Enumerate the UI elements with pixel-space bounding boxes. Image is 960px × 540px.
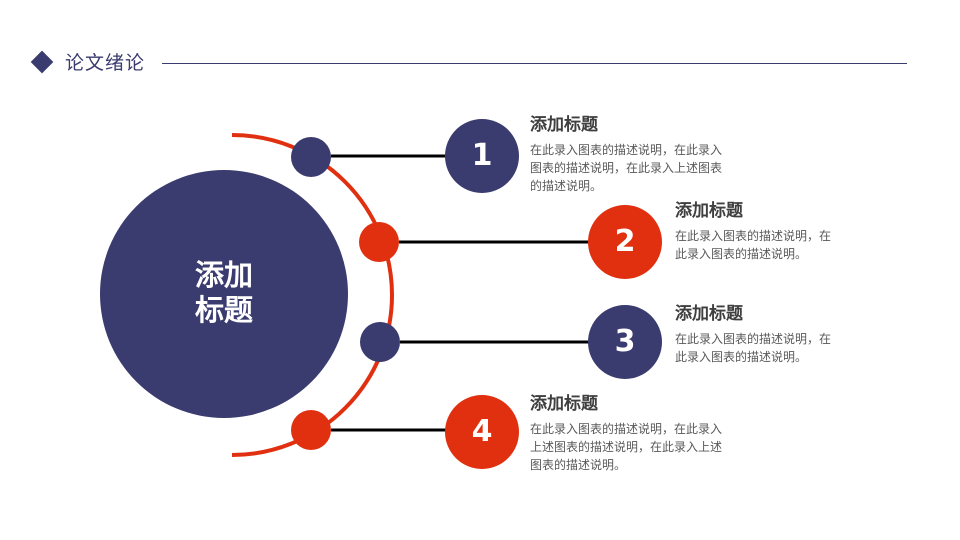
desc-line: 此录入图表的描述说明。 (675, 247, 808, 261)
desc-line: 在此录入图表的描述说明，在此录入 (530, 422, 723, 436)
number-circle-4 (445, 395, 519, 469)
center-title: 添加 标题 (175, 258, 273, 328)
number-circle-1 (445, 119, 519, 193)
item-4: 添加标题 在此录入图表的描述说明，在此录入 上述图表的描述说明，在此录入上述 图… (530, 392, 722, 474)
item-title: 添加标题 (530, 394, 598, 414)
page-title: 论文绪论 (65, 52, 146, 74)
header-divider (162, 63, 907, 64)
node-dot-1 (291, 137, 331, 177)
number-label-3: 3 (614, 324, 636, 359)
number-label-4: 4 (471, 414, 493, 449)
item-title: 添加标题 (675, 201, 743, 221)
desc-line: 图表的描述说明，在此录入上述图表 (530, 161, 723, 175)
desc-line: 图表的描述说明。 (530, 458, 627, 472)
item-1: 添加标题 在此录入图表的描述说明，在此录入 图表的描述说明，在此录入上述图表 的… (530, 113, 722, 195)
desc-line: 的描述说明。 (530, 179, 603, 193)
number-label-1: 1 (471, 138, 493, 173)
number-label-2: 2 (614, 224, 636, 259)
item-title: 添加标题 (530, 115, 598, 135)
center-circle (100, 170, 348, 418)
item-description: 在此录入图表的描述说明，在此录入 图表的描述说明，在此录入上述图表 的描述说明。 (530, 141, 722, 195)
number-circle-3 (588, 305, 662, 379)
desc-line: 在此录入图表的描述说明，在 (675, 229, 832, 243)
node-dot-3 (360, 322, 400, 362)
desc-line: 在此录入图表的描述说明，在 (675, 332, 832, 346)
item-3: 添加标题 在此录入图表的描述说明，在 此录入图表的描述说明。 (675, 302, 831, 366)
number-circle-2 (588, 205, 662, 279)
desc-line: 上述图表的描述说明，在此录入上述 (530, 440, 723, 454)
desc-line: 在此录入图表的描述说明，在此录入 (530, 143, 723, 157)
center-title-line1: 添加 (194, 258, 253, 292)
desc-line: 此录入图表的描述说明。 (675, 350, 808, 364)
item-description: 在此录入图表的描述说明，在 此录入图表的描述说明。 (675, 227, 831, 263)
item-2: 添加标题 在此录入图表的描述说明，在 此录入图表的描述说明。 (675, 199, 831, 263)
center-title-line2: 标题 (194, 293, 253, 327)
item-title: 添加标题 (675, 304, 743, 324)
node-dot-4 (291, 410, 331, 450)
item-description: 在此录入图表的描述说明，在 此录入图表的描述说明。 (675, 330, 831, 366)
item-description: 在此录入图表的描述说明，在此录入 上述图表的描述说明，在此录入上述 图表的描述说… (530, 420, 722, 474)
node-dot-2 (359, 222, 399, 262)
